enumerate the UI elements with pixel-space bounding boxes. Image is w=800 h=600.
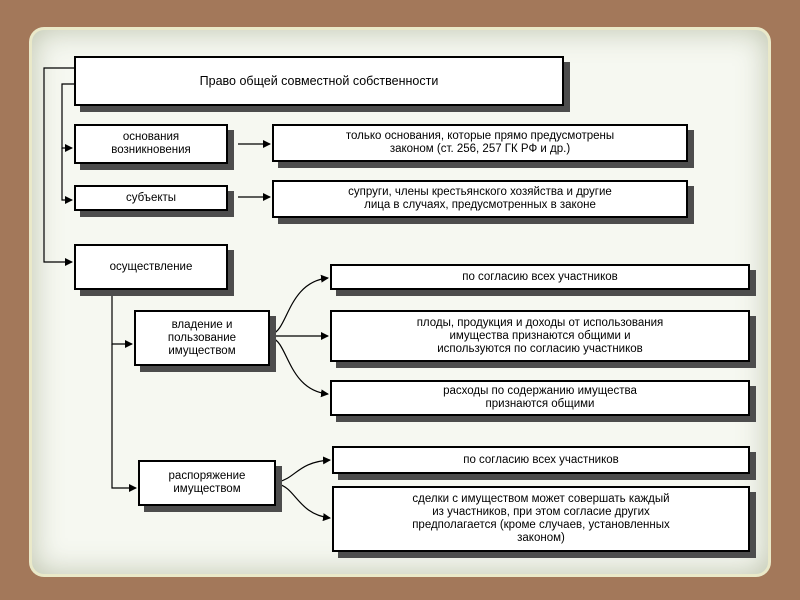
connector-exercise-possession [111,290,133,348]
connector-possession-item-1 [271,274,329,335]
disposal-item-box: сделки с имуществом может совершать кажд… [332,486,750,552]
root-box: Право общей совместной собственности [74,56,564,106]
slide: Право общей совместной собственности осн… [32,30,768,574]
connector-root-exercise [43,67,74,266]
connector-possession-item-3 [271,337,329,398]
connector-disposal-item-2 [277,483,331,522]
disposal-box: распоряжение имуществом [138,460,276,506]
subjects-box: субъекты [74,185,228,211]
subjects-detail-box: супруги, члены крестьянского хозяйства и… [272,180,688,218]
possession-item-box: плоды, продукция и доходы от использован… [330,310,750,362]
grounds-box: основания возникновения [74,124,228,164]
exercise-box: осуществление [74,244,228,290]
grounds-detail-box: только основания, которые прямо предусмо… [272,124,688,162]
disposal-item-box: по согласию всех участников [332,446,750,474]
connector-root-subjects [61,148,73,204]
connector-disposal-item-1 [277,456,331,483]
connector-lines [43,67,331,522]
possession-item-box: расходы по содержанию имущества признают… [330,380,750,416]
connector-root-grounds [61,83,74,152]
possession-item-box: по согласию всех участников [330,264,750,290]
possession-box: владение и пользование имуществом [134,310,270,366]
connector-exercise-disposal [111,344,137,492]
